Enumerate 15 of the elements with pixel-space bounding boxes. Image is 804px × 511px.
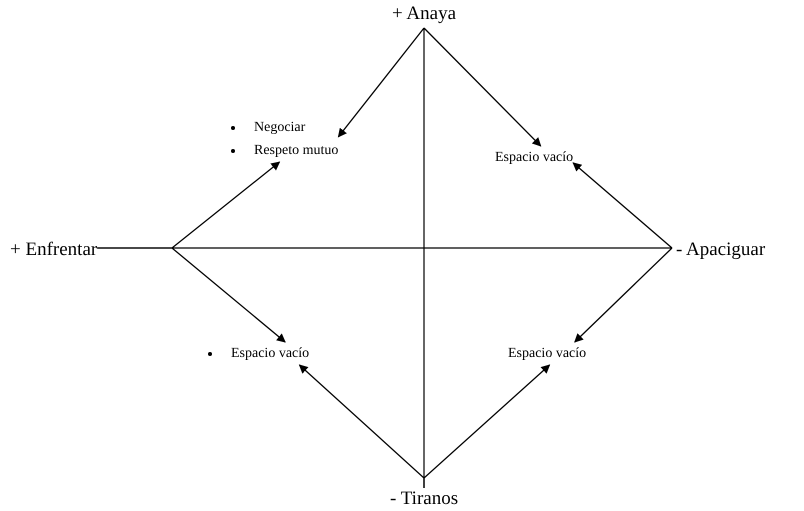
list-item: Espacio vacío [231,346,310,361]
axis-pole-label: - Apaciguar [676,239,766,261]
axis-pole-label: + Enfrentar [10,239,98,261]
axis-pole-label: - Tiranos [390,488,458,510]
arrow [574,248,672,343]
arrow [424,28,542,147]
list-item: Negociar [254,120,306,135]
quadrant-label: Espacio vacío [495,146,574,169]
arrow [572,162,672,248]
arrow [338,28,425,138]
list-item: Respeto mutuo [254,143,338,158]
axis-pole-label: + Anaya [392,3,456,25]
arrow [97,247,286,343]
arrow [423,364,550,488]
quadrant-label: Espacio vacío [508,342,586,365]
